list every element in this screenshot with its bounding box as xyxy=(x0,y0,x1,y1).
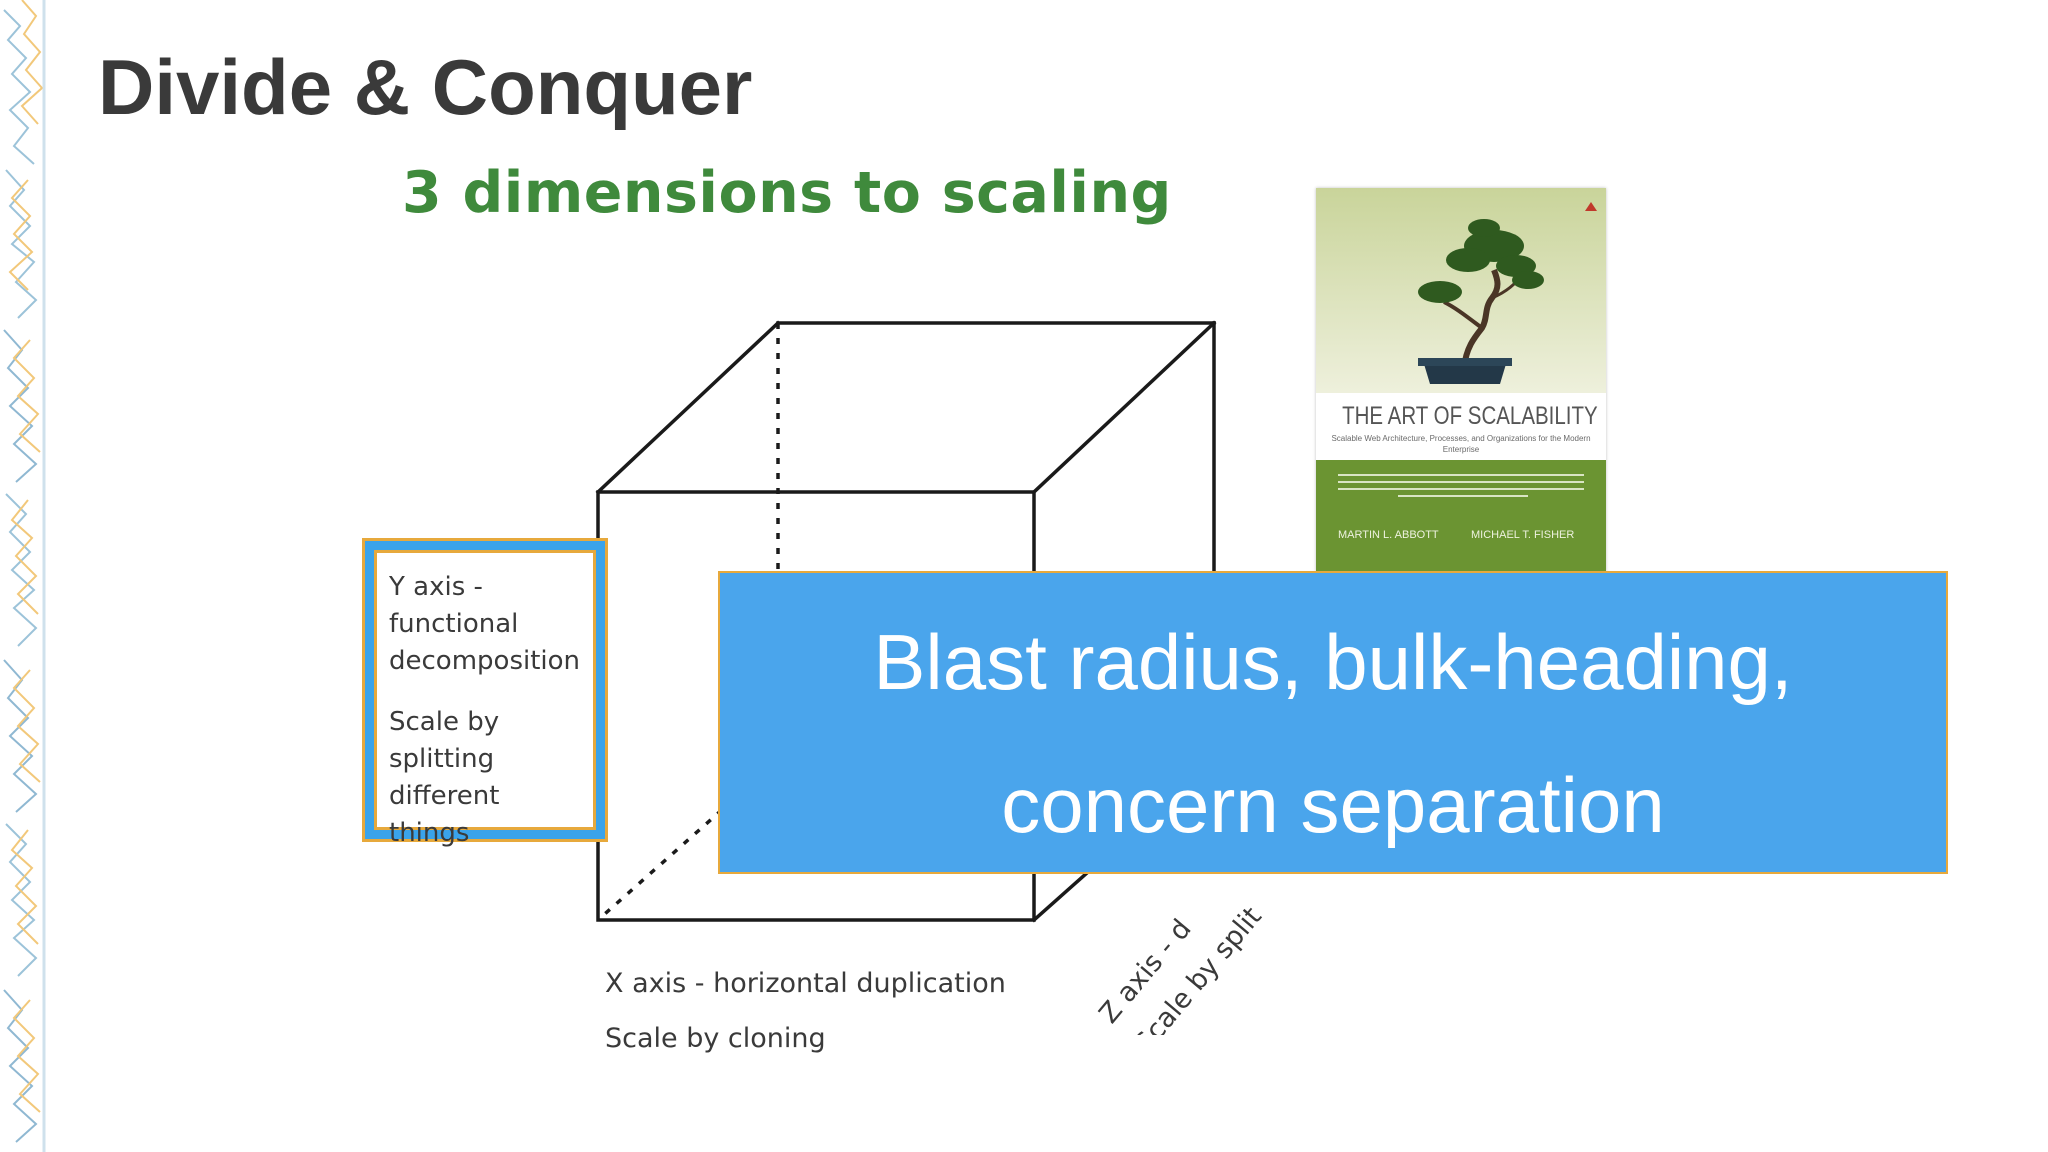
y-axis-description: Scale by splitting different things xyxy=(389,707,500,848)
book-title: THE ART OF SCALABILITY xyxy=(1342,402,1598,430)
publisher-logo-icon xyxy=(1585,202,1597,211)
y-axis-label-inner: Y axis - functional decomposition Scale … xyxy=(374,550,596,848)
slide-subtitle: 3 dimensions to scaling xyxy=(402,160,1172,226)
cube-edge-top-right xyxy=(1031,320,1217,495)
decorative-side-pattern xyxy=(3,0,46,1152)
book-footer-band xyxy=(1316,460,1606,572)
caption-line: Blast radius, bulk-heading, xyxy=(873,618,1793,706)
caption-line: concern separation xyxy=(1001,761,1665,849)
y-axis-title: Y axis - functional decomposition xyxy=(389,572,581,676)
y-axis-label-box: Y axis - functional decomposition Scale … xyxy=(362,538,608,848)
x-axis-description: Scale by cloning xyxy=(605,1023,826,1054)
caption-overlay: Blast radius, bulk-heading, concern sepa… xyxy=(718,571,1948,874)
cube-hidden-edge-diagonal xyxy=(596,758,780,922)
slide-title: Divide & Conquer xyxy=(98,43,753,131)
bonsai-tree-illustration xyxy=(1316,188,1606,393)
book-blurb-text-lines xyxy=(1338,474,1584,497)
book-cover: THE ART OF SCALABILITY Scalable Web Arch… xyxy=(1316,188,1606,572)
cube-edge-top-left xyxy=(595,320,781,495)
book-author: MARTIN L. ABBOTT xyxy=(1338,529,1439,541)
z-axis-label: Z axis - d Scale by split xyxy=(1068,895,1268,1035)
x-axis-title: X axis - horizontal duplication xyxy=(605,968,1006,999)
book-subtitle: Scalable Web Architecture, Processes, an… xyxy=(1331,434,1591,454)
book-author: MICHAEL T. FISHER xyxy=(1471,529,1575,541)
book-authors: MARTIN L. ABBOTT MICHAEL T. FISHER xyxy=(1316,528,1606,548)
